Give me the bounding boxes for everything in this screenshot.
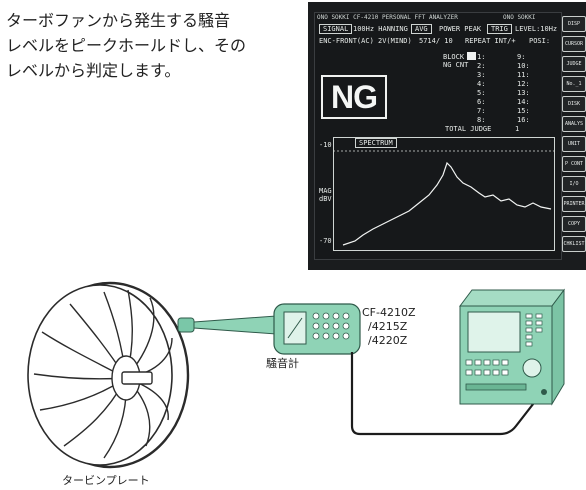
meter-mic-tip [177,317,195,333]
spectrum-y-top: -10 [319,141,332,149]
analyzer-side-button[interactable]: CHKLIST [562,236,586,252]
analyzer-model-line-1: CF-4210Z [362,306,416,319]
block-number-right: 9: [517,53,526,61]
screen-tab-avg: AVG [411,24,432,34]
block-number-left: 4: [477,80,486,88]
block-number-left: 6: [477,98,486,106]
block-number-left: 3: [477,71,486,79]
signal-cable [350,352,545,436]
spectrum-y-unit: dBV [319,195,332,203]
spectrum-y-bottom: -70 [319,237,332,245]
analyzer-screen: ONO SOKKI CF-4210 PERSONAL FFT ANALYZER … [314,12,562,260]
screen-row1c: LEVEL:10Hz [515,25,558,33]
sound-meter-label: 騒音計 [266,357,299,370]
screen-row2c: REPEAT INT/+ [465,37,516,45]
analyzer-side-button[interactable]: DISP [562,16,586,32]
analyzer-side-button[interactable]: COPY [562,216,586,232]
analyzer-side-button[interactable]: No._1 [562,76,586,92]
analyzer-side-button[interactable]: ANALYS [562,116,586,132]
analyzer-side-button[interactable]: UNIT [562,136,586,152]
judge-result-box: NG [321,75,387,119]
cable-line [350,352,545,436]
description-line-3: レベルから判定します。 [6,61,181,80]
turbine-shaft [121,371,153,385]
block-number-right: 10: [517,62,530,70]
screen-tab-signal: SIGNAL [319,24,353,34]
meter-neck [193,315,277,335]
total-judge-value: 1 [515,125,520,133]
block-number-right: 16: [517,116,530,124]
device-input-jack [541,389,547,395]
device-side-keys [525,313,543,347]
device-top [459,289,565,307]
description-line-2: レベルをピークホールドし、その [6,36,247,55]
description: ターボファンから発生する騒音 レベルをピークホールドし、その レベルから判定しま… [6,8,306,83]
screen-row1: 100Hz HANNING [353,25,408,33]
turbine-plate-label: タービンプレート [62,474,150,487]
sound-level-meter [177,303,361,355]
spectrum-label: SPECTRUM [355,138,397,148]
spectrum-frame [333,137,555,251]
block-1-indicator [467,52,476,60]
device-drive-slot [465,383,527,391]
block-number-left: 2: [477,62,486,70]
analyzer-side-button[interactable]: I/O [562,176,586,192]
total-judge-label: TOTAL JUDGE [445,125,492,133]
analyzer-model-line-3: /4220Z [368,334,408,347]
judge-result: NG [331,78,378,115]
fft-analyzer-device [459,288,565,406]
analyzer-model-label: CF-4210Z /4215Z /4220Z [362,306,416,348]
meter-display-needle [287,317,303,339]
device-front-keys [465,359,509,376]
meter-keypad [312,312,350,340]
description-line-1: ターボファンから発生する騒音 [6,11,231,30]
block-number-left: 1: [477,53,486,61]
analyzer-side-button[interactable]: PRINTER [562,196,586,212]
screen-row2: ENC-FRONT(AC) 2V(MIND) [319,37,412,45]
analyzer-side-button[interactable]: JUDGE [562,56,586,72]
turbine-rim-inner [27,284,173,466]
screen-row2d: POSI: [529,37,551,45]
spectrum-trace [333,150,555,246]
spectrum-curve [342,161,552,246]
analyzer-side-button[interactable]: P CONT [562,156,586,172]
block-number-left: 5: [477,89,486,97]
analyzer-side-button[interactable]: CURSOR [562,36,586,52]
block-number-right: 14: [517,98,530,106]
block-number-right: 15: [517,107,530,115]
spectrum-y-mag: MAG [319,187,332,195]
screen-row1b: POWER PEAK [439,25,482,33]
block-number-right: 13: [517,89,530,97]
block-number-left: 8: [477,116,486,124]
device-dial [522,358,542,378]
analyzer-model-line-2: /4215Z [368,320,408,333]
device-screen [467,311,521,353]
block-label: BLOCK [443,53,465,61]
block-number-left: 7: [477,107,486,115]
block-number-right: 11: [517,71,530,79]
screen-title: ONO SOKKI CF-4210 PERSONAL FFT ANALYZER [317,14,458,21]
screen-tab-trig: TRIG [487,24,512,34]
block-number-right: 12: [517,80,530,88]
turbine-plate [27,281,190,469]
screen-brand: ONO SOKKI [503,14,536,21]
ng-count-label: NG CNT [443,61,469,69]
screen-row2b: 5714/ 10 [419,37,453,45]
analyzer-side-button[interactable]: DISK [562,96,586,112]
device-side [551,288,565,406]
